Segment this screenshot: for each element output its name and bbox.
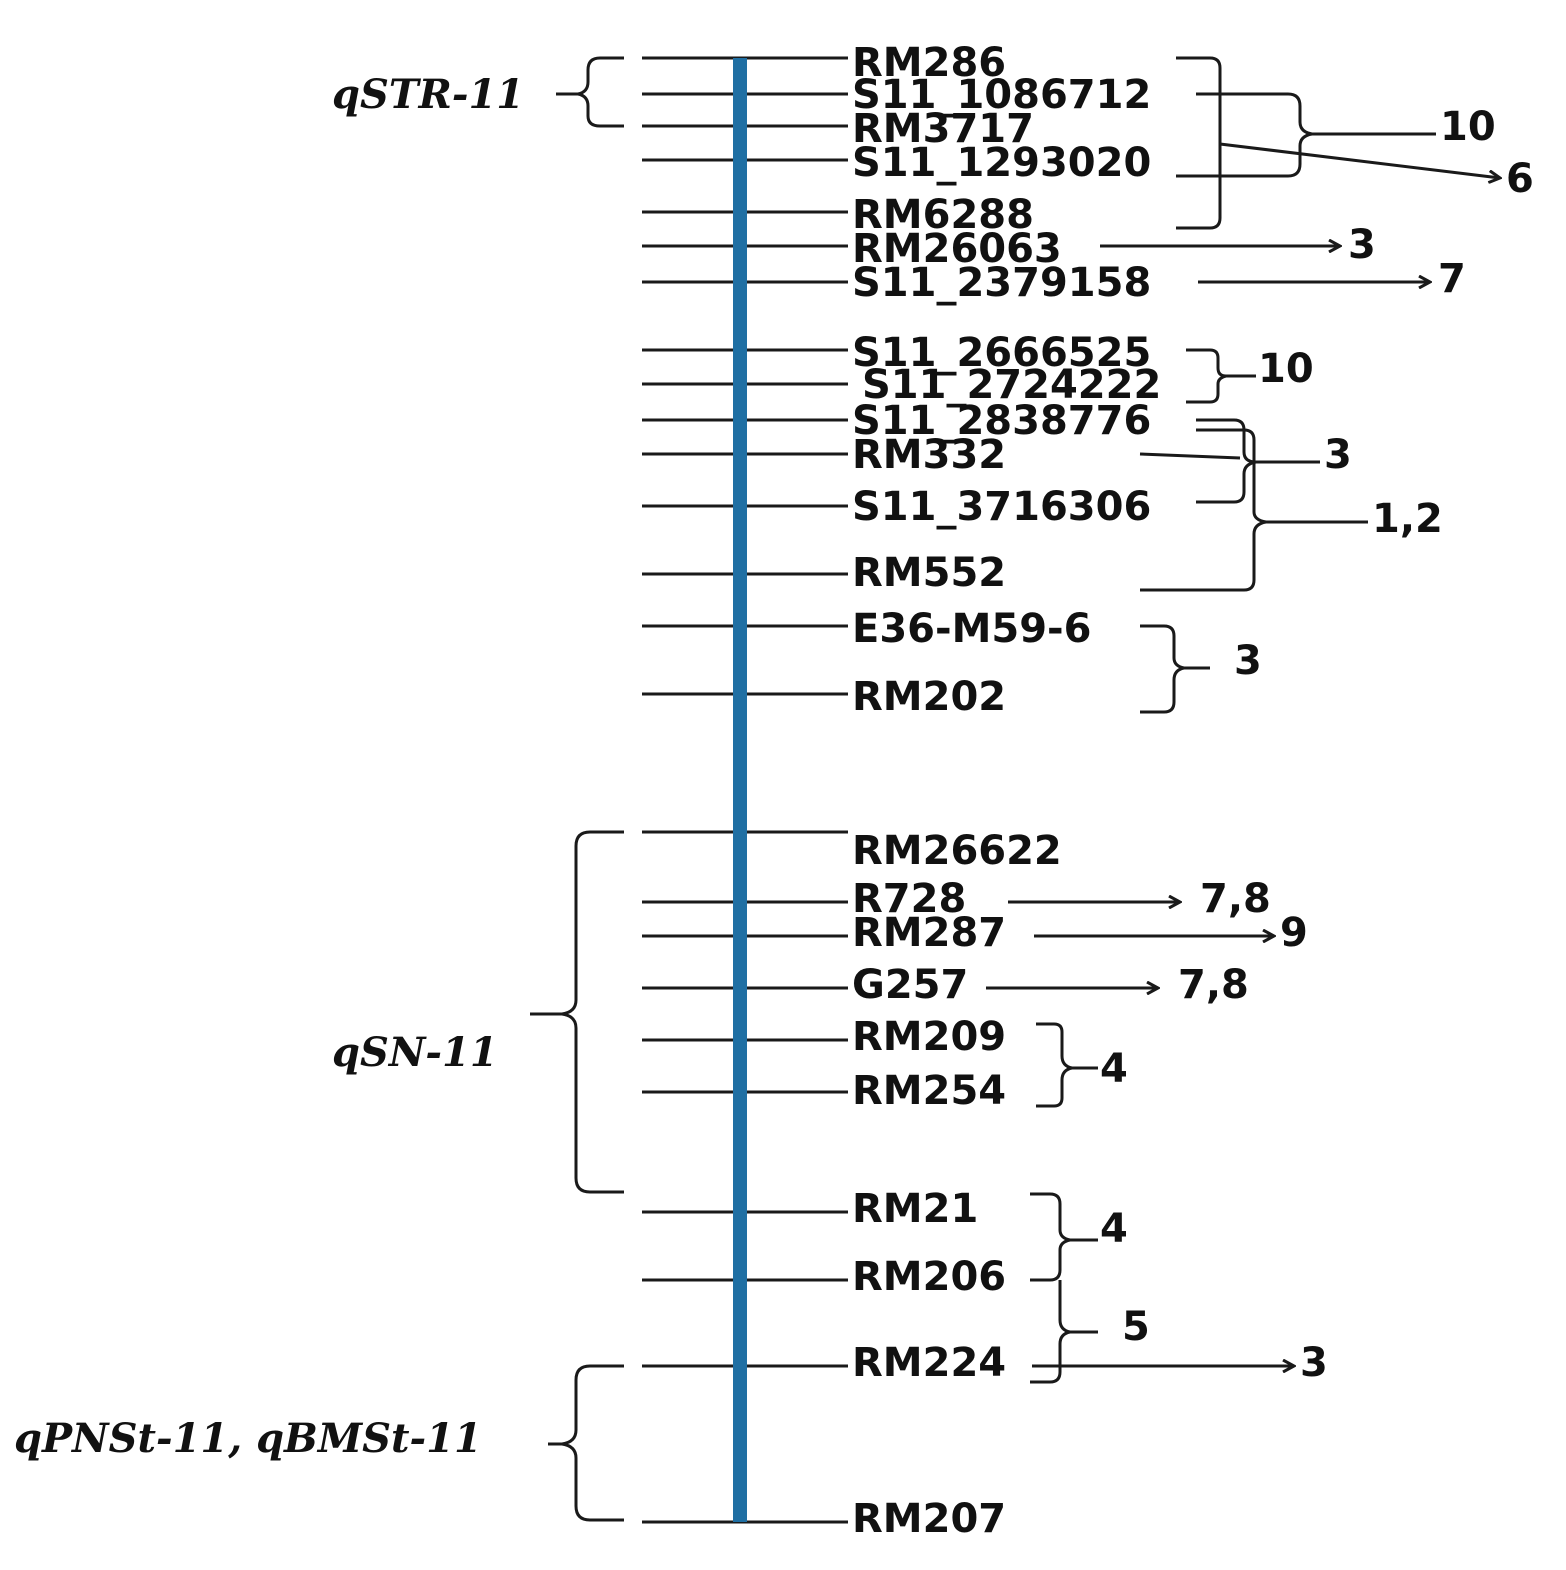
ref-line-rm332 <box>1139 452 1241 460</box>
chromosome-bar <box>733 58 747 1522</box>
ref-label: 9 <box>1280 910 1308 956</box>
qtl-bracket-qpnst11 <box>548 1364 624 1522</box>
ref-bracket-rm21-rm206 <box>1030 1192 1098 1282</box>
ref-label: 4 <box>1100 1206 1128 1252</box>
marker-label: RM287 <box>852 910 1006 956</box>
marker-label: R728 <box>852 876 966 922</box>
marker-label: RM286 <box>852 40 1006 86</box>
marker-label: RM224 <box>852 1340 1006 1386</box>
ref-label: 3 <box>1324 432 1352 478</box>
marker-label: S11_1086712 <box>852 72 1151 118</box>
marker-label: RM26063 <box>852 226 1062 272</box>
marker-label: S11_1293020 <box>852 140 1151 186</box>
ref-bracket-rm206-rm224 <box>1030 1280 1098 1384</box>
qtl-label-qpnst11-qbmst11: qPNSt-11, qBMSt-11 <box>14 1415 482 1462</box>
marker-label: RM21 <box>852 1186 978 1232</box>
marker-label: S11_2724222 <box>862 362 1161 408</box>
ref-bracket-s11-2838776 <box>1196 418 1320 504</box>
marker-label: S11_2838776 <box>852 398 1151 444</box>
ref-label: 7,8 <box>1200 876 1271 922</box>
marker-label: RM3717 <box>852 106 1034 152</box>
ref-label: 3 <box>1300 1340 1328 1386</box>
ref-arrow-to-6 <box>1219 142 1500 178</box>
ref-bracket-rm286-rm6288 <box>1176 56 1222 230</box>
reference-connectors <box>986 56 1500 1384</box>
ref-label: 1,2 <box>1372 496 1443 542</box>
ref-label: 6 <box>1506 156 1534 202</box>
ref-label: 3 <box>1234 638 1262 684</box>
marker-label: RM26622 <box>852 828 1062 874</box>
marker-label: S11_2666525 <box>852 330 1151 376</box>
ref-label: 7,8 <box>1178 962 1249 1008</box>
qtl-brackets <box>530 56 624 1522</box>
ref-label: 7 <box>1438 256 1466 302</box>
ref-bracket-e36-rm202 <box>1140 624 1210 714</box>
ref-bracket-s11-2666525 <box>1186 348 1256 404</box>
ref-label: 4 <box>1100 1046 1128 1092</box>
marker-label: RM254 <box>852 1068 1006 1114</box>
ref-label: 10 <box>1440 104 1496 150</box>
qtl-bracket-qstr11 <box>556 56 624 128</box>
ref-label: 10 <box>1258 346 1314 392</box>
qtl-label-qstr11: qSTR-11 <box>332 71 524 118</box>
marker-label: RM552 <box>852 550 1006 596</box>
ref-label: 3 <box>1348 222 1376 268</box>
marker-label: E36-M59-6 <box>852 606 1092 652</box>
ref-bracket-s11-1086712 <box>1176 92 1436 178</box>
ref-bracket-rm209-rm254 <box>1036 1022 1098 1108</box>
marker-labels: RM286 S11_1086712 RM3717 S11_1293020 RM6… <box>852 40 1161 1542</box>
qtl-label-qsn11: qSN-11 <box>332 1029 498 1076</box>
marker-label: S11_2379158 <box>852 260 1151 306</box>
marker-label: RM209 <box>852 1014 1006 1060</box>
marker-label: RM6288 <box>852 192 1034 238</box>
marker-label: RM206 <box>852 1254 1006 1300</box>
marker-label: RM207 <box>852 1496 1006 1542</box>
qtl-labels: qSTR-11 qSN-11 qPNSt-11, qBMSt-11 <box>14 71 524 1462</box>
ref-label: 5 <box>1122 1304 1150 1350</box>
marker-label: RM332 <box>852 432 1006 478</box>
marker-label: S11_3716306 <box>852 484 1151 530</box>
ref-bracket-rm552 <box>1140 428 1368 592</box>
marker-label: RM202 <box>852 674 1006 720</box>
reference-labels: 10 6 3 7 10 3 1,2 3 7,8 9 7,8 4 4 5 3 <box>1100 104 1534 1386</box>
marker-label: G257 <box>852 962 968 1008</box>
qtl-bracket-qsn11 <box>530 830 624 1194</box>
